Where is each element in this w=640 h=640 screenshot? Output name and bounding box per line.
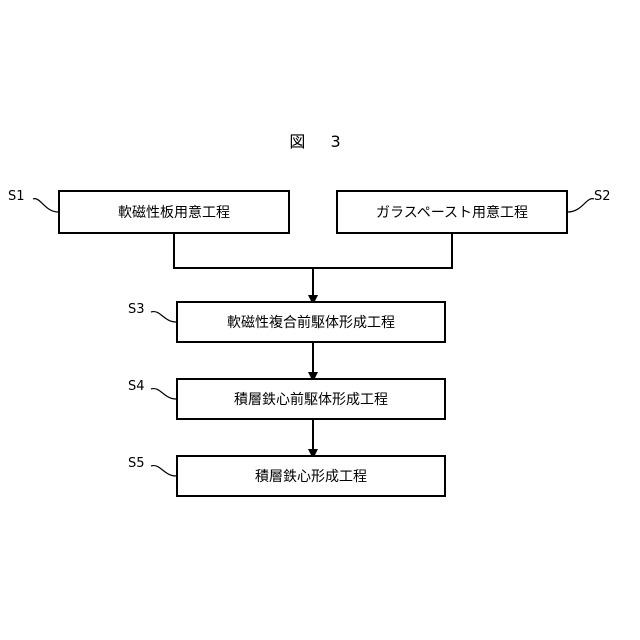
- s2-step-id: S2: [594, 189, 611, 204]
- s5-step-id: S5: [128, 456, 145, 471]
- s5-step-text: 積層鉄心形成工程: [255, 466, 367, 486]
- s3-step-box: 軟磁性複合前駆体形成工程: [176, 301, 446, 343]
- s3-leader-line: [151, 312, 176, 322]
- s3-step-text: 軟磁性複合前駆体形成工程: [227, 312, 395, 332]
- s4-step-text: 積層鉄心前駆体形成工程: [234, 389, 388, 409]
- s1-step-id: S1: [8, 189, 25, 204]
- s2-step-box: ガラスペースト用意工程: [336, 190, 568, 234]
- s2-leader-line: [568, 199, 594, 212]
- s2-step-text: ガラスペースト用意工程: [376, 202, 528, 222]
- s1-step-box: 軟磁性板用意工程: [58, 190, 290, 234]
- s5-leader-line: [151, 466, 176, 476]
- s3-step-id: S3: [128, 302, 145, 317]
- s4-leader-line: [151, 389, 176, 399]
- s1-leader-line: [33, 199, 58, 212]
- s4-step-id: S4: [128, 379, 145, 394]
- s4-step-box: 積層鉄心前駆体形成工程: [176, 378, 446, 420]
- s5-step-box: 積層鉄心形成工程: [176, 455, 446, 497]
- s1-step-text: 軟磁性板用意工程: [118, 202, 230, 222]
